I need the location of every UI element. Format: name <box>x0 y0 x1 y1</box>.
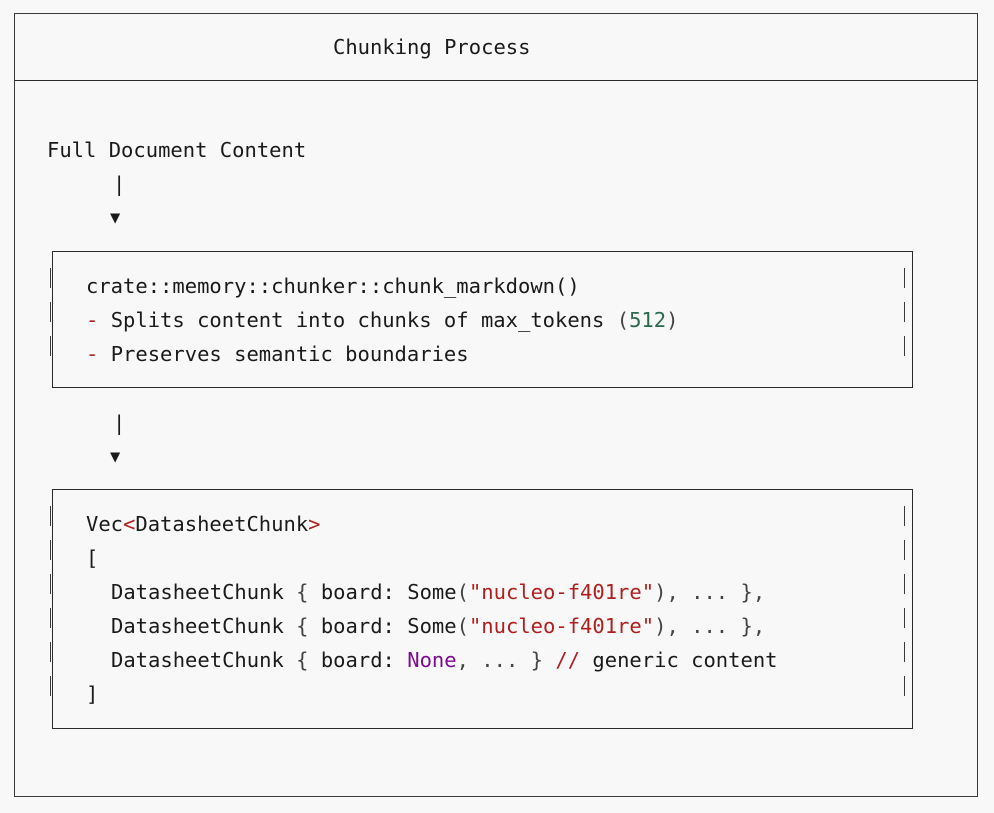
diagram-title: Chunking Process <box>333 35 531 59</box>
border-pipe-glyph <box>904 302 909 322</box>
arrow-2-head: ▼ <box>110 447 121 467</box>
struct-name: DatasheetChunk <box>111 614 284 638</box>
border-pipe-glyph <box>50 676 55 696</box>
bullet-marker: - <box>86 342 99 366</box>
border-pipe-glyph <box>50 302 55 322</box>
generic-close: > <box>308 512 321 536</box>
border-pipe-glyph <box>904 506 909 526</box>
comment-text: generic content <box>592 648 778 672</box>
chunk-item-2: DatasheetChunk { board: Some("nucleo-f40… <box>111 609 765 643</box>
field-name: board: <box>320 648 395 672</box>
border-pipe-glyph <box>50 608 55 628</box>
generic-open: < <box>123 512 136 536</box>
source-label: Full Document Content <box>47 138 307 162</box>
variant-none: None <box>407 648 457 672</box>
arrow-2-shaft: | <box>113 411 126 435</box>
output-type: Vec<DatasheetChunk> <box>86 507 321 541</box>
border-pipe-glyph <box>904 608 909 628</box>
outer-frame <box>14 13 978 797</box>
bullet-2-text: Preserves semantic boundaries <box>110 342 469 366</box>
chunker-bullet-2: - Preserves semantic boundaries <box>86 337 469 371</box>
arg-open: ( <box>456 614 469 638</box>
board-string: "nucleo-f401re" <box>468 580 655 604</box>
item-rest: , ... }, <box>666 614 766 638</box>
generic-type: DatasheetChunk <box>135 512 309 536</box>
struct-name: DatasheetChunk <box>111 580 284 604</box>
border-pipe-glyph <box>50 506 55 526</box>
vec-type: Vec <box>86 512 124 536</box>
arg-close: ) <box>654 614 667 638</box>
comment-marker: // <box>555 648 581 672</box>
border-pipe-glyph <box>50 336 55 356</box>
chunk-item-3: DatasheetChunk { board: None, ... } // g… <box>111 643 778 677</box>
border-pipe-glyph <box>50 268 55 288</box>
item-rest: , ... } <box>456 648 544 672</box>
variant-some: Some <box>407 580 457 604</box>
border-pipe-glyph <box>50 642 55 662</box>
field-name: board: <box>320 580 395 604</box>
chunker-box <box>52 251 913 388</box>
open-bracket: [ <box>86 546 99 570</box>
arrow-1-head: ▼ <box>110 208 121 228</box>
border-pipe-glyph <box>50 574 55 594</box>
brace-open: { <box>296 614 309 638</box>
border-pipe-glyph <box>904 574 909 594</box>
border-pipe-glyph <box>904 676 909 696</box>
max-tokens-value: 512 <box>629 308 667 332</box>
close-bracket: ] <box>86 682 99 706</box>
border-pipe-glyph <box>904 268 909 288</box>
struct-name: DatasheetChunk <box>111 648 284 672</box>
border-pipe-glyph <box>904 336 909 356</box>
bullet-1-text: Splits content into chunks of max_tokens <box>110 308 617 332</box>
item-rest: , ... }, <box>666 580 766 604</box>
board-string: "nucleo-f401re" <box>468 614 655 638</box>
border-pipe-glyph <box>904 540 909 560</box>
brace-open: { <box>296 580 309 604</box>
arg-open: ( <box>456 580 469 604</box>
chunk-item-1: DatasheetChunk { board: Some("nucleo-f40… <box>111 575 765 609</box>
title-separator <box>14 80 978 81</box>
variant-some: Some <box>407 614 457 638</box>
output-box <box>52 489 913 729</box>
chunker-function-call: crate::memory::chunker::chunk_markdown() <box>86 274 580 298</box>
border-pipe-glyph <box>904 642 909 662</box>
bullet-1-paren-close: ) <box>666 308 679 332</box>
border-pipe-glyph <box>50 540 55 560</box>
arrow-1-shaft: | <box>113 172 126 196</box>
chunker-bullet-1: - Splits content into chunks of max_toke… <box>86 303 678 337</box>
brace-open: { <box>296 648 309 672</box>
bullet-marker: - <box>86 308 99 332</box>
arg-close: ) <box>654 580 667 604</box>
bullet-1-paren-open: ( <box>616 308 630 332</box>
field-name: board: <box>320 614 395 638</box>
